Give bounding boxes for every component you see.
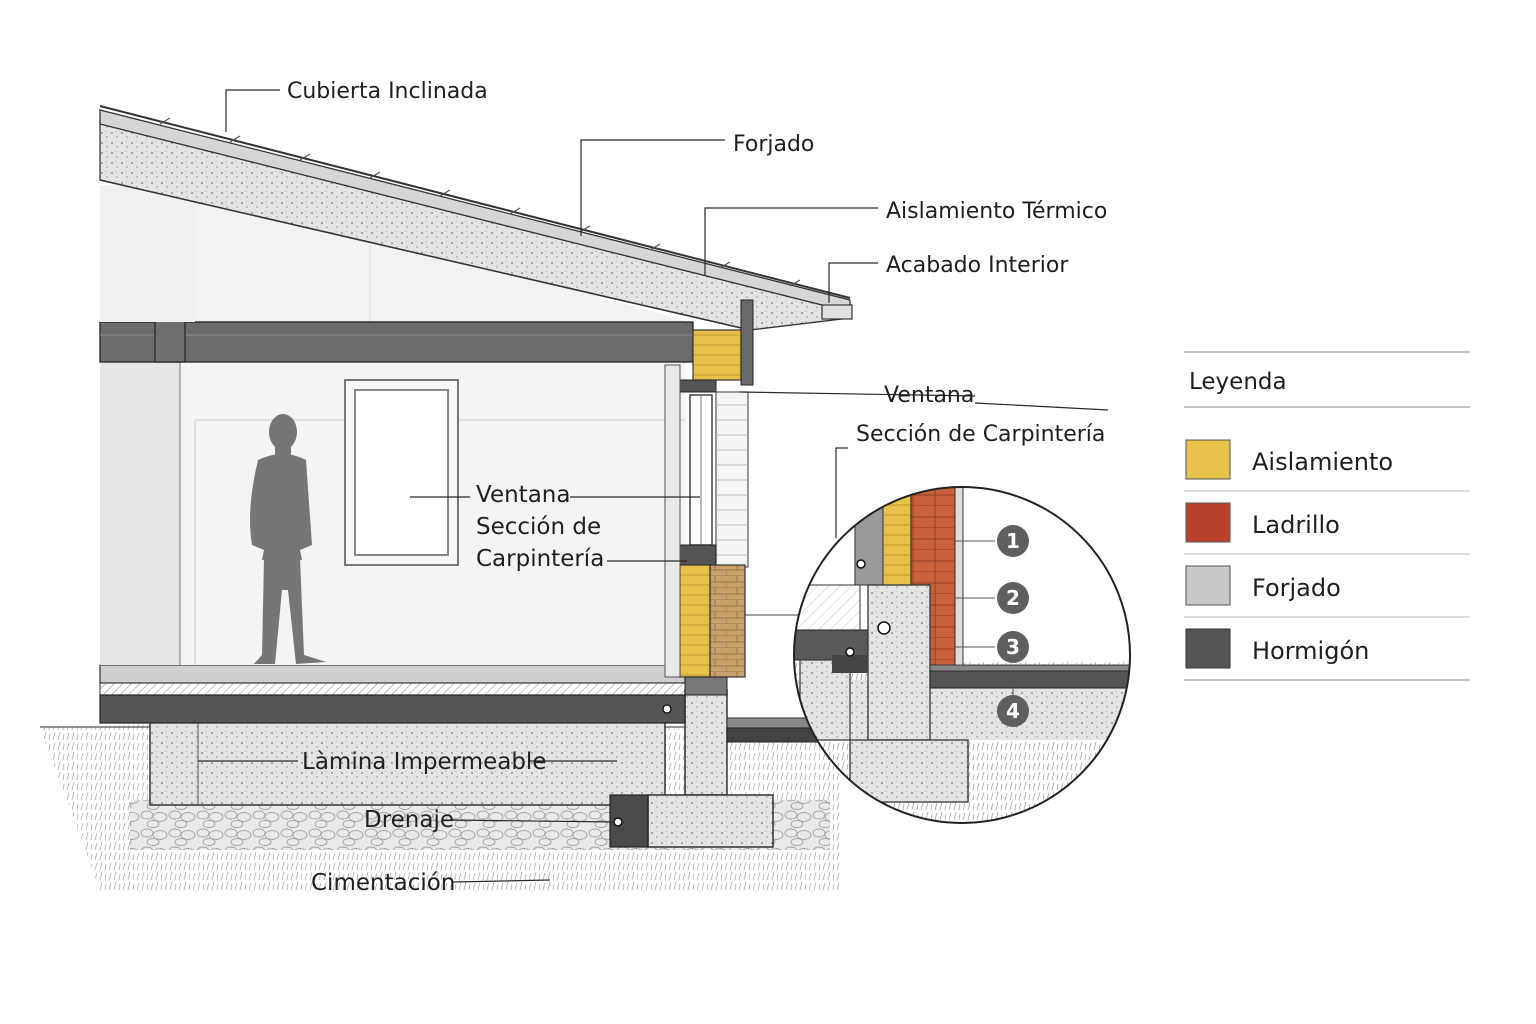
detail-marker-2-label: 2 xyxy=(1006,586,1020,610)
legend-label-aislamiento: Aislamiento xyxy=(1252,448,1393,476)
detail-marker-3-label: 3 xyxy=(1006,635,1020,659)
label-membrane: Làmina Impermeable xyxy=(302,749,546,775)
detail-marker-4: 4 xyxy=(997,695,1029,727)
label-inner-window: Ventana xyxy=(476,482,570,508)
detail-marker-2: 2 xyxy=(997,582,1029,614)
exterior-wall xyxy=(664,299,754,696)
legend-item-forjado: Forjado xyxy=(1185,565,1341,606)
legend-label-forjado: Forjado xyxy=(1252,574,1341,602)
label-roof: Cubierta Inclinada xyxy=(287,79,488,104)
person-silhouette xyxy=(250,414,326,664)
label-drainage: Drenaje xyxy=(364,807,454,833)
interior-window xyxy=(344,379,459,566)
detail-callout xyxy=(794,487,1130,823)
leader-lines xyxy=(198,89,1109,883)
legend-swatch-ladrillo xyxy=(1185,502,1231,543)
detail-marker-4-label: 4 xyxy=(1006,699,1020,723)
label-insulation: Aislamiento Térmico xyxy=(886,199,1107,224)
detail-marker-1-label: 1 xyxy=(1006,529,1020,553)
label-foundation: Cimentación xyxy=(311,870,455,896)
legend: Leyenda Aislamiento Ladrillo Forjado Hor… xyxy=(1184,351,1470,681)
legend-swatch-aislamiento xyxy=(1185,439,1231,480)
legend-label-ladrillo: Ladrillo xyxy=(1252,511,1340,539)
label-window: Ventana xyxy=(884,383,974,408)
legend-item-hormigon: Hormigón xyxy=(1185,628,1369,669)
floor-slab xyxy=(99,664,843,743)
detail-circle-outline xyxy=(793,486,1131,824)
detail-marker-1: 1 xyxy=(997,525,1029,557)
legend-swatch-forjado xyxy=(1185,565,1231,606)
label-inner-joinery-line1: Sección de xyxy=(476,514,601,540)
label-interior-finish: Acabado Interior xyxy=(886,253,1069,278)
legend-swatch-hormigon xyxy=(1185,628,1231,669)
legend-item-ladrillo: Ladrillo xyxy=(1185,502,1340,543)
label-joinery-section: Sección de Carpintería xyxy=(856,422,1105,447)
label-inner-joinery-line2: Carpintería xyxy=(476,546,604,572)
legend-title: Leyenda xyxy=(1189,369,1287,395)
legend-item-aislamiento: Aislamiento xyxy=(1185,439,1393,480)
foundation xyxy=(149,689,774,848)
legend-label-hormigon: Hormigón xyxy=(1252,637,1369,665)
detail-markers: 1 2 3 4 xyxy=(955,525,1029,727)
label-slab: Forjado xyxy=(733,132,814,157)
detail-marker-3: 3 xyxy=(997,631,1029,663)
pitched-roof xyxy=(99,105,853,331)
